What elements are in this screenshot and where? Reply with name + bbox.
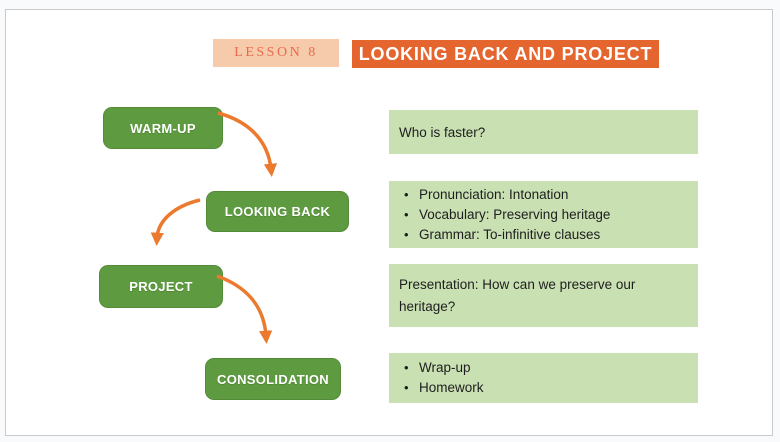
flow-node-warm-up: WARM-UP (103, 107, 223, 149)
flow-node-looking-back: LOOKING BACK (206, 191, 349, 232)
flow-node-consolidation: CONSOLIDATION (205, 358, 341, 400)
consolidation-list: Wrap-up Homework (389, 358, 698, 398)
slide: LESSON 8 LOOKING BACK AND PROJECT WARM-U… (5, 9, 773, 436)
list-item: Grammar: To-infinitive clauses (404, 225, 698, 245)
lesson-badge: LESSON 8 (213, 39, 339, 67)
flow-node-project: PROJECT (99, 265, 223, 308)
panel-warm-up: Who is faster? (389, 110, 698, 154)
page-title: LOOKING BACK AND PROJECT (352, 40, 659, 68)
panel-consolidation: Wrap-up Homework (389, 353, 698, 403)
panel-looking-back: Pronunciation: Intonation Vocabulary: Pr… (389, 181, 698, 248)
list-item: Wrap-up (404, 358, 698, 378)
panel-warm-up-text: Who is faster? (399, 124, 486, 140)
list-item: Pronunciation: Intonation (404, 185, 698, 205)
panel-project-text: Presentation: How can we preserve our he… (399, 276, 636, 314)
looking-back-list: Pronunciation: Intonation Vocabulary: Pr… (389, 185, 698, 245)
panel-project: Presentation: How can we preserve our he… (389, 264, 698, 327)
list-item: Homework (404, 378, 698, 398)
list-item: Vocabulary: Preserving heritage (404, 205, 698, 225)
